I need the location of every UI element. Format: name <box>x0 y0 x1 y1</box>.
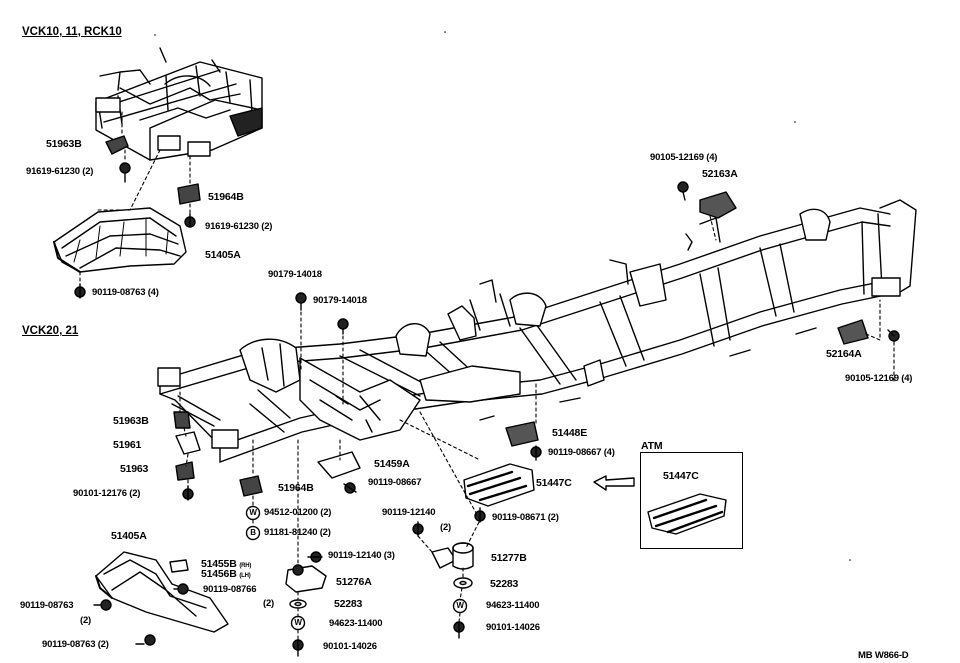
atm-label: ATM <box>641 440 663 452</box>
bracket-51455b <box>169 559 189 573</box>
part-label: 52283 <box>490 578 519 590</box>
bracket-52164a <box>837 319 869 345</box>
part-qty: (2) <box>263 598 275 609</box>
part-label: 51448E <box>552 427 588 439</box>
bolt-90119-08667 <box>343 482 357 494</box>
bolt-90101-12176 <box>182 485 194 501</box>
part-label: 94623-11400 <box>486 600 540 611</box>
bracket-51448e <box>505 421 539 447</box>
main-frame <box>157 199 917 463</box>
part-label: 90119-08766 <box>203 584 257 595</box>
bolt-90119-12140-a <box>412 521 424 537</box>
part-label: 90119-12140 (3) <box>328 550 395 561</box>
part-label: 51459A <box>374 458 410 470</box>
diagram-code: MB W866-D <box>858 650 909 661</box>
bracket-51964b-bottom <box>239 475 263 497</box>
front-crossmember-top <box>95 47 263 161</box>
part-label: 51455B (RH) <box>201 558 252 570</box>
bolt-90101-14026-b <box>453 621 465 639</box>
part-qty: (2) <box>440 522 452 533</box>
bolt-90105-b <box>887 329 900 342</box>
part-label: 51405A <box>205 249 241 261</box>
washer-52283-b <box>453 577 473 589</box>
bracket-51961 <box>175 431 201 455</box>
bolt-90119-08763-l <box>93 599 112 611</box>
bolt-91619-a <box>119 162 131 183</box>
atm-mount-51447c <box>647 493 727 535</box>
leaders-top <box>79 111 191 287</box>
part-label: 51963B <box>113 415 149 427</box>
part-label: 90119-08667 (4) <box>548 447 615 458</box>
part-label: 90119-08763 <box>20 600 74 611</box>
part-label: 51961 <box>113 439 142 451</box>
part-label: 90179-14018 <box>268 269 322 280</box>
bolt-90119-08763-2 <box>135 634 156 646</box>
washer-mark: W <box>249 508 257 517</box>
part-label: 94623-11400 <box>329 618 383 629</box>
part-label: 90119-08763 (2) <box>42 639 109 650</box>
skid-plate-51405a-top <box>53 207 187 273</box>
washer-52283-a <box>289 599 307 609</box>
leaders-bottom <box>179 311 537 641</box>
nut-90119-08766 <box>173 583 189 595</box>
part-label: 51964B <box>208 191 244 203</box>
part-label: 51447C <box>536 477 572 489</box>
bracket-51459a <box>317 451 361 479</box>
part-label: 91181-81240 (2) <box>264 527 331 538</box>
bolt-90119-12140-3 <box>307 551 323 563</box>
washer-mark: B <box>250 528 256 537</box>
part-label: 90179-14018 <box>313 295 367 306</box>
bracket-52163a <box>699 191 737 219</box>
bracket-51964b-top <box>177 183 201 205</box>
part-label: 90101-12176 (2) <box>73 488 141 499</box>
section-header-bottom: VCK20, 21 <box>22 325 79 337</box>
washer-mark: W <box>456 601 464 610</box>
part-label: 94512-01200 (2) <box>264 507 332 518</box>
part-qty: (2) <box>80 615 92 626</box>
bracket-51963 <box>175 461 195 481</box>
part-label: 91619-61230 (2) <box>205 221 273 232</box>
part-label: 51964B <box>278 482 314 494</box>
part-label: 51277B <box>491 552 527 564</box>
washer-b-91181 <box>245 525 261 541</box>
part-label: 52163A <box>702 168 738 180</box>
part-label: 51276A <box>336 576 372 588</box>
nut-90179-a <box>295 292 307 311</box>
part-label: 91619-61230 (2) <box>26 166 94 177</box>
bracket-51276a <box>285 564 327 593</box>
part-label: 90119-12140 <box>382 507 436 518</box>
washer-mark: W <box>294 618 302 627</box>
nut-90179-b <box>337 318 349 335</box>
bolt-90119-08667-4 <box>530 445 542 461</box>
scan-dots <box>154 31 851 561</box>
bracket-51963b-bottom <box>173 411 191 429</box>
part-label: 51963 <box>120 463 149 475</box>
part-label: 90101-14026 <box>486 622 540 633</box>
part-label: 90105-12169 (4) <box>845 373 913 384</box>
bolt-90101-14026-a <box>292 639 304 657</box>
atm-part-label: 51447C <box>663 470 699 482</box>
leaders-right <box>709 215 895 383</box>
bolt-91619-b <box>184 213 196 228</box>
part-label: 52283 <box>334 598 363 610</box>
part-label: 90119-08667 <box>368 477 422 488</box>
section-header-top: VCK10, 11, RCK10 <box>22 26 122 38</box>
part-label: 90119-08763 (4) <box>92 287 159 298</box>
bracket-51963b-top <box>105 135 129 155</box>
part-label: 90119-08671 (2) <box>492 512 559 523</box>
part-label: 90101-14026 <box>323 641 377 652</box>
skid-plate-51405a-bottom <box>95 551 229 633</box>
mount-51447c <box>463 463 535 507</box>
part-label: 51456B (LH) <box>201 568 251 580</box>
atm-inset-box <box>640 452 743 549</box>
part-label: 90105-12169 (4) <box>650 152 718 163</box>
atm-arrow <box>593 475 635 491</box>
part-label: 52164A <box>826 348 862 360</box>
part-label: 51405A <box>111 530 147 542</box>
bolt-90105-a <box>677 181 689 201</box>
part-label: 51963B <box>46 138 82 150</box>
cushion-51277b <box>431 542 474 570</box>
